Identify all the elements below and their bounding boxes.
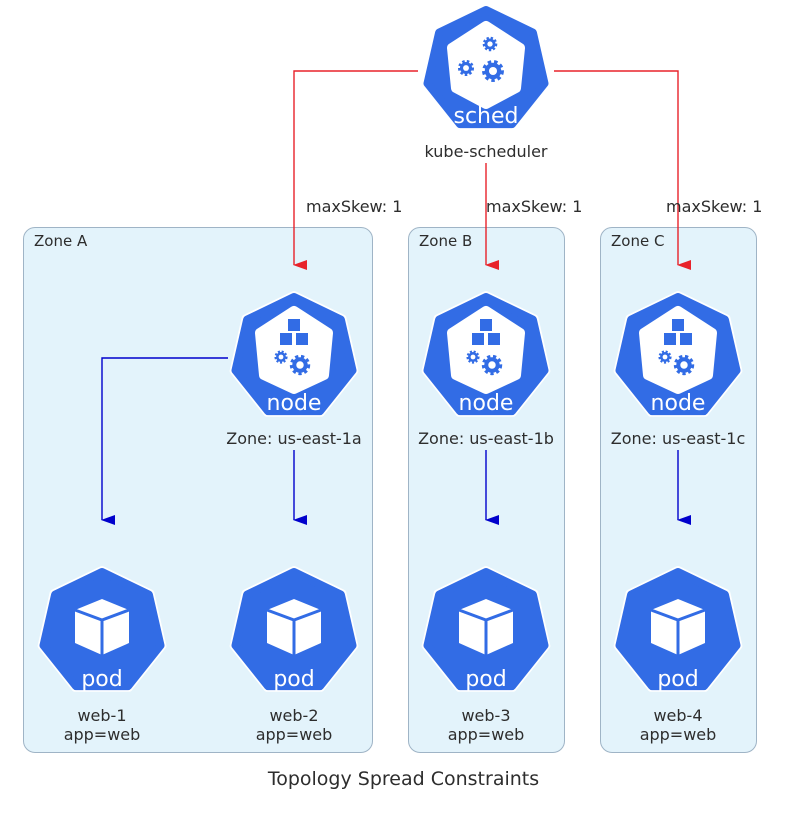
node-c-icon-text: node — [651, 391, 706, 416]
pod-web-4-name: web-4 — [653, 706, 703, 725]
pod-web-4-selector: app=web — [639, 725, 717, 744]
node-icon-b: node — [425, 294, 548, 416]
pod-web-2-label: web-2 app=web — [224, 706, 364, 744]
edge-scheduler-to-node-c — [554, 70, 691, 270]
node-icon-c: node — [617, 294, 740, 416]
scheduler-icon-text: sched — [453, 104, 518, 129]
pod-web-3-name: web-3 — [461, 706, 511, 725]
edge-label-node-b: maxSkew: 1 — [486, 197, 583, 216]
pod-web-2-selector: app=web — [255, 725, 333, 744]
scheduler-label: kube-scheduler — [424, 142, 548, 161]
pod-web-1-selector: app=web — [63, 725, 141, 744]
pod-web-1-icon-text: pod — [81, 667, 122, 692]
diagram-title: Topology Spread Constraints — [267, 768, 540, 790]
edge-label-node-c: maxSkew: 1 — [666, 197, 763, 216]
zone-c-label: Zone C — [611, 232, 665, 250]
pod-web-3-icon-text: pod — [465, 667, 506, 692]
node-a-label: Zone: us-east-1a — [226, 429, 362, 448]
pod-web-2-name: web-2 — [269, 706, 319, 725]
pod-web-2-icon-text: pod — [273, 667, 314, 692]
edge-scheduler-to-node-a — [293, 70, 418, 270]
pod-web-4-label: web-4 app=web — [608, 706, 748, 744]
node-b-label: Zone: us-east-1b — [418, 429, 554, 448]
edge-node-a-to-web-1 — [101, 357, 228, 525]
pod-web-3-selector: app=web — [447, 725, 525, 744]
node-b-icon-text: node — [459, 391, 514, 416]
scheduler-icon: sched — [425, 7, 548, 129]
pod-web-4-icon-text: pod — [657, 667, 698, 692]
pod-web-3-label: web-3 app=web — [416, 706, 556, 744]
pod-icon-web-4: pod — [617, 569, 740, 692]
pod-icon-web-1: pod — [41, 569, 164, 692]
zone-a-label: Zone A — [34, 232, 88, 250]
edge-label-node-a: maxSkew: 1 — [306, 197, 403, 216]
pod-web-1-label: web-1 app=web — [32, 706, 172, 744]
pod-web-1-name: web-1 — [77, 706, 127, 725]
zone-b-label: Zone B — [419, 232, 473, 250]
pod-icon-web-3: pod — [425, 569, 548, 692]
node-c-label: Zone: us-east-1c — [610, 429, 746, 448]
pod-icon-web-2: pod — [233, 569, 356, 692]
node-a-icon-text: node — [267, 391, 322, 416]
node-icon-a: node — [233, 294, 356, 416]
